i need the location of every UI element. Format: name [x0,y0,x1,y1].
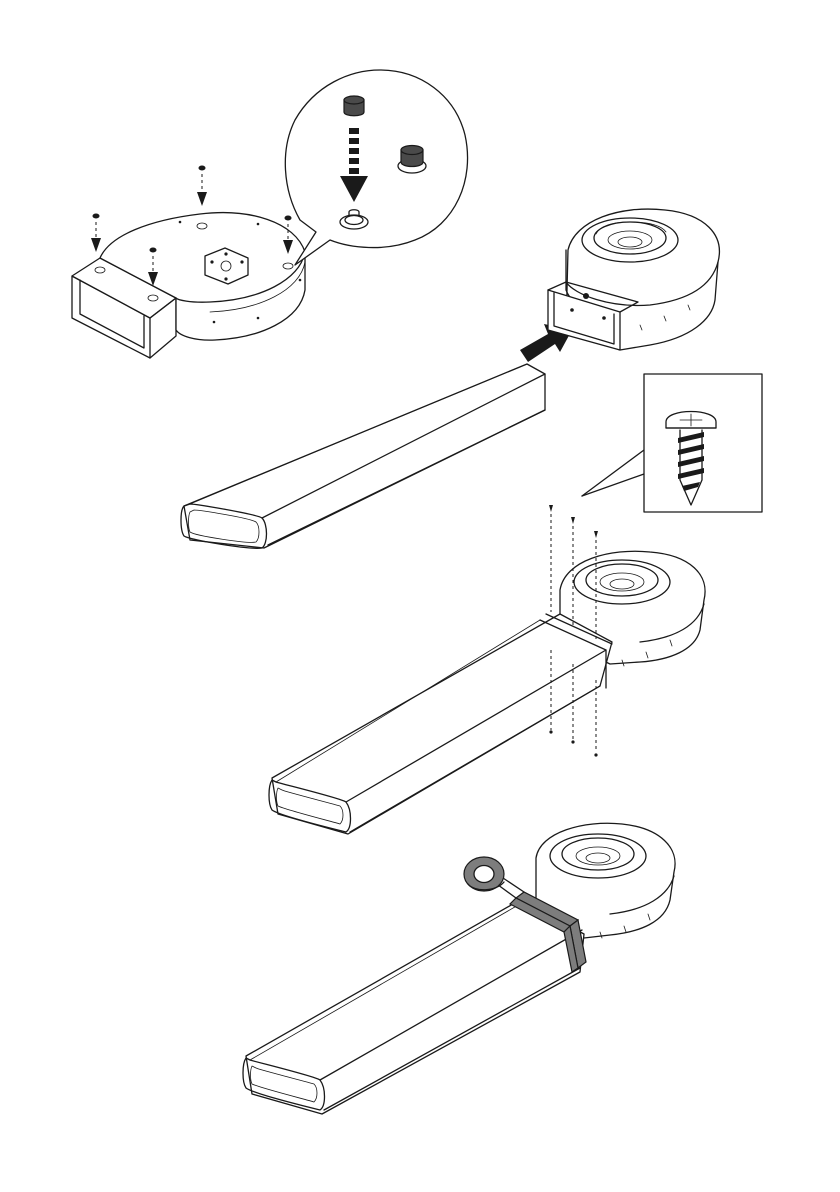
step-fit-rubber-feet [72,70,468,358]
motor-housing-duct-assembly [269,551,705,834]
step-tape-joint [243,823,675,1114]
screw-detail-callout [582,374,762,512]
step-screw-duct [269,505,705,834]
tape-roll-icon [464,857,504,891]
flat-duct [181,364,545,548]
rubber-foot-icon [91,214,101,253]
motor-housing-side [548,209,719,350]
motor-housing-duct-taped [243,823,675,1114]
foot-detail-callout [285,70,467,265]
rubber-foot-icon [197,166,207,207]
motor-housing-top [72,213,305,358]
